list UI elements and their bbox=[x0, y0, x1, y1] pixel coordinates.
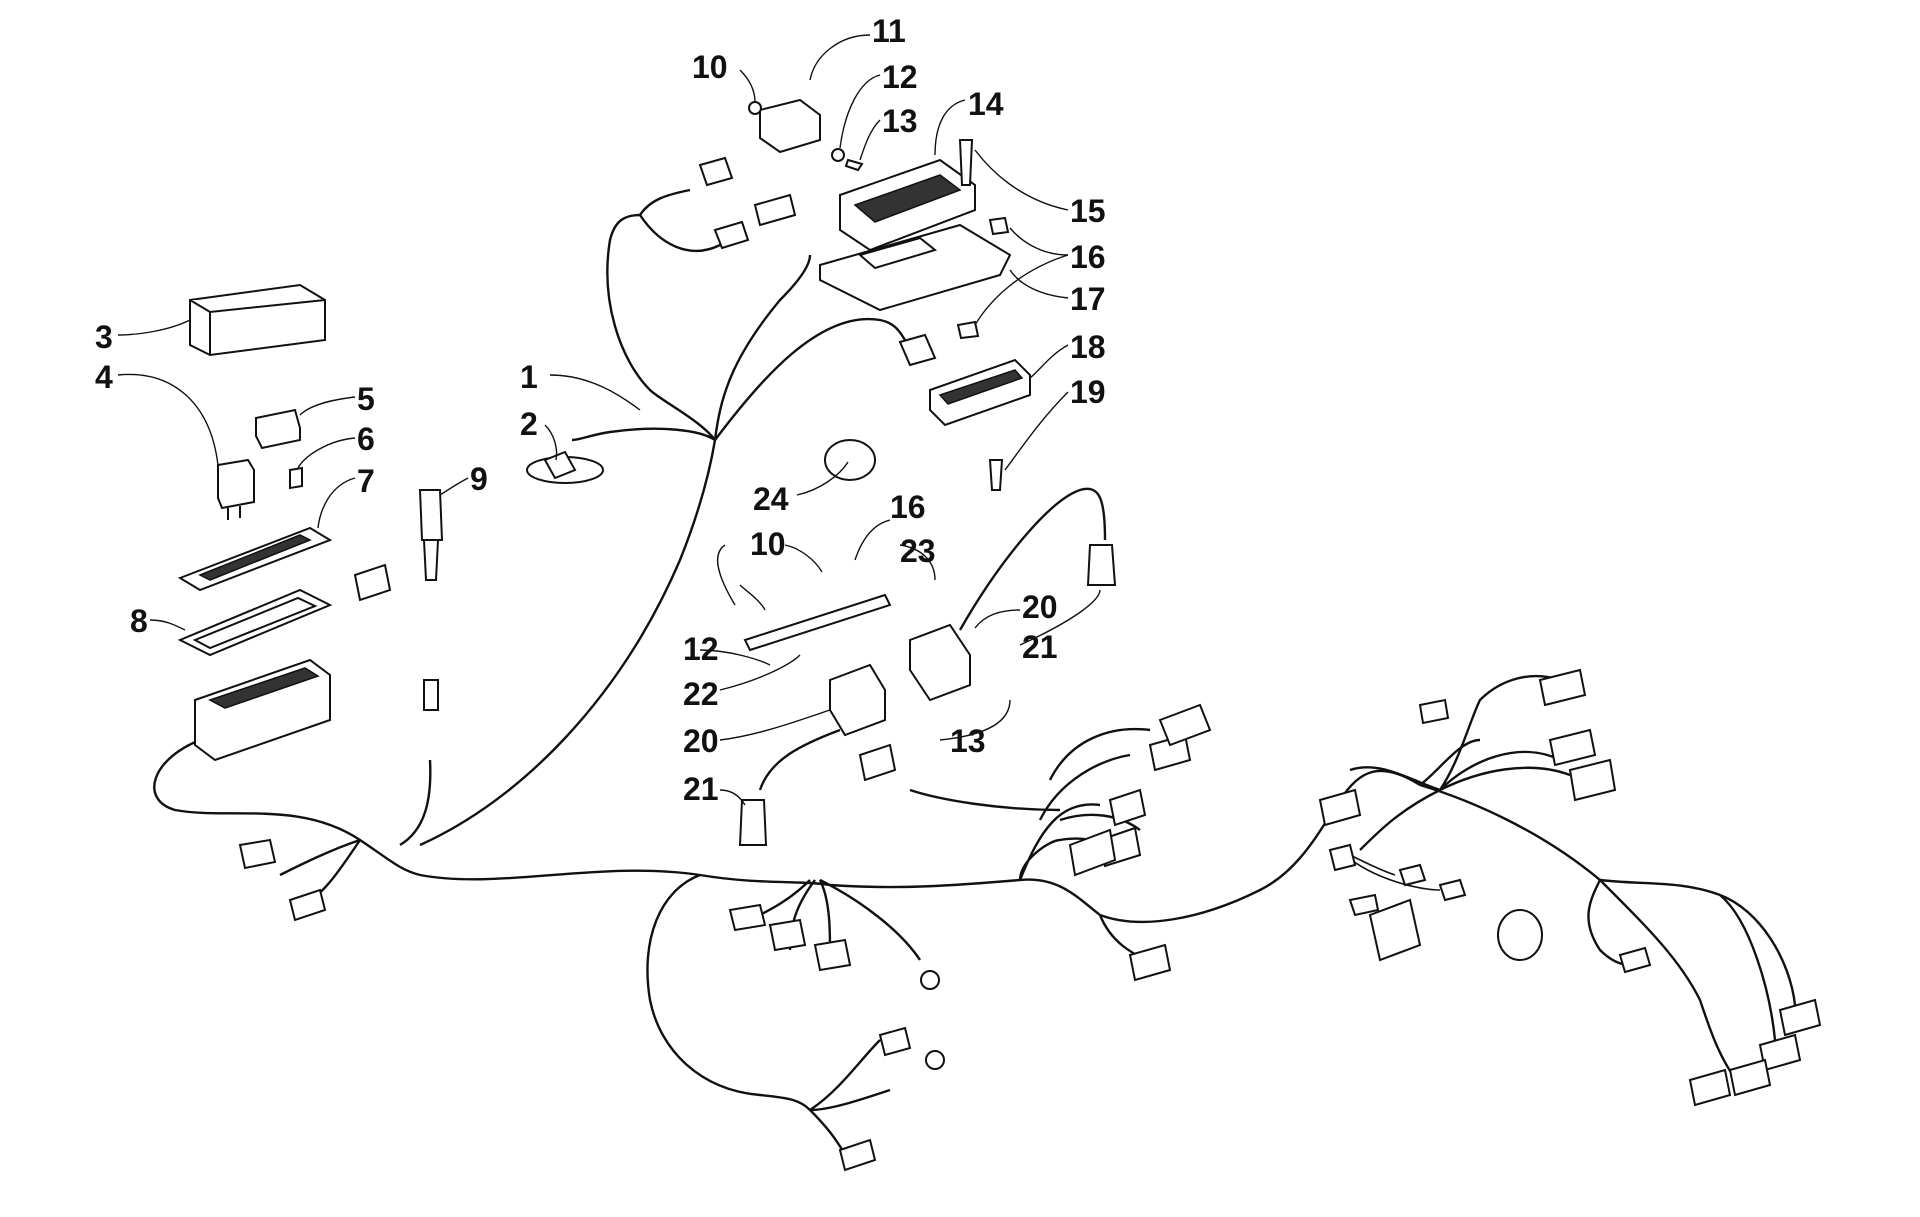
callout-10-top: 10 bbox=[692, 49, 728, 85]
leader-lines bbox=[117, 34, 1101, 806]
cable-clip bbox=[526, 450, 604, 484]
callout-21-lower: 21 bbox=[683, 771, 719, 807]
callout-18: 18 bbox=[1070, 329, 1106, 365]
coil-bracket bbox=[743, 593, 892, 652]
top-hardware bbox=[748, 101, 864, 172]
callout-7: 7 bbox=[357, 463, 375, 499]
callout-4: 4 bbox=[95, 359, 113, 395]
callout-10-mid: 10 bbox=[750, 526, 786, 562]
callout-12-top: 12 bbox=[882, 59, 918, 95]
fuse bbox=[289, 466, 303, 490]
callout-14: 14 bbox=[968, 86, 1004, 122]
callout-8: 8 bbox=[130, 603, 148, 639]
ignition-coil-upper bbox=[909, 623, 971, 702]
fuse-box-base bbox=[194, 658, 331, 762]
callout-13-mid: 13 bbox=[950, 723, 986, 759]
callout-9: 9 bbox=[470, 461, 488, 497]
relay bbox=[217, 458, 255, 520]
callout-17: 17 bbox=[1070, 281, 1106, 317]
spark-plug-cap-upper bbox=[1086, 544, 1117, 586]
callout-2: 2 bbox=[520, 406, 538, 442]
lead-lr-2 bbox=[1719, 894, 1777, 1041]
relay-small bbox=[255, 408, 301, 450]
callout-19: 19 bbox=[1070, 374, 1106, 410]
callout-13-top: 13 bbox=[882, 103, 918, 139]
lead-lr-1 bbox=[1719, 893, 1797, 1006]
callout-1: 1 bbox=[520, 359, 538, 395]
callout-labels: 3 4 5 6 7 8 9 1 2 10 11 12 13 14 15 16 1… bbox=[95, 13, 1106, 807]
callout-11: 11 bbox=[872, 13, 906, 49]
callout-20-upper: 20 bbox=[1022, 589, 1058, 625]
callout-12-mid: 12 bbox=[683, 631, 719, 667]
oxygen-sensor bbox=[418, 489, 444, 711]
fuse-box-cover bbox=[189, 283, 326, 357]
regulator-connector bbox=[898, 333, 937, 367]
clamp-ring bbox=[824, 439, 876, 481]
coil-lead-lower bbox=[758, 728, 841, 791]
main-harness bbox=[153, 188, 1741, 1161]
circuit-board bbox=[177, 526, 333, 592]
callout-15: 15 bbox=[1070, 193, 1106, 229]
spark-plug-cap-lower bbox=[738, 799, 768, 846]
callout-3: 3 bbox=[95, 319, 113, 355]
callout-23: 23 bbox=[900, 533, 936, 569]
ecu-module bbox=[839, 158, 976, 252]
callout-16-right: 16 bbox=[1070, 239, 1106, 275]
callout-22: 22 bbox=[683, 676, 719, 712]
ring-terminals bbox=[920, 970, 945, 1070]
ignition-coil-lower bbox=[829, 663, 886, 737]
callout-6: 6 bbox=[357, 421, 375, 457]
connectors bbox=[238, 156, 1822, 1172]
coil-lead-upper bbox=[958, 487, 1107, 631]
gasket bbox=[177, 588, 333, 657]
top-relay bbox=[759, 98, 821, 154]
callout-20-lower: 20 bbox=[683, 723, 719, 759]
callout-24: 24 bbox=[753, 481, 789, 517]
bracket-hardware bbox=[956, 139, 1010, 491]
callout-16-mid: 16 bbox=[890, 489, 926, 525]
voltage-regulator bbox=[929, 358, 1031, 427]
callout-21-upper: 21 bbox=[1022, 629, 1058, 665]
callout-5: 5 bbox=[357, 381, 375, 417]
bracket-plate bbox=[819, 223, 1012, 312]
